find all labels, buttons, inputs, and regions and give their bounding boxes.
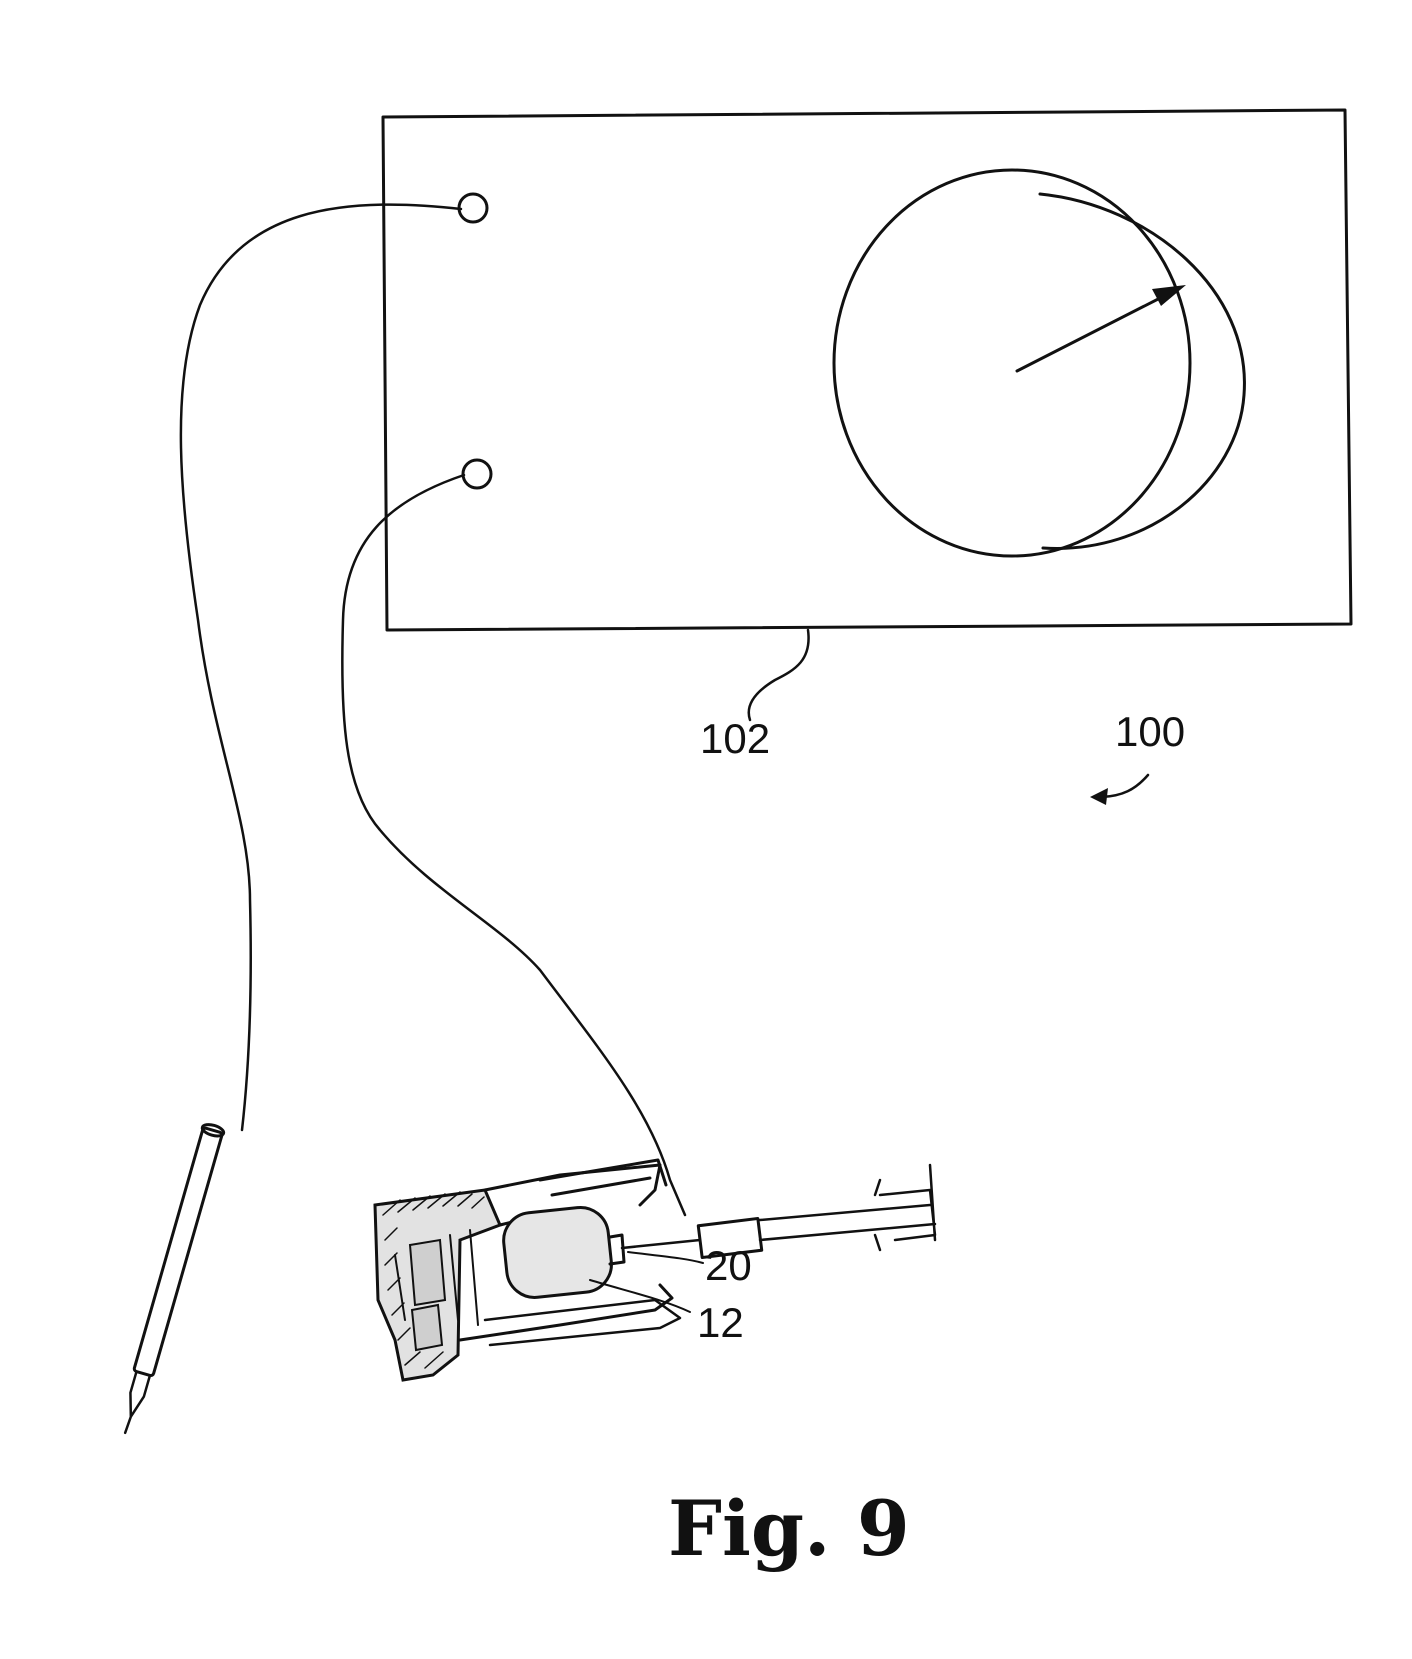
injection-device <box>375 1160 935 1380</box>
figure-caption: Fig. 9 <box>668 1484 910 1573</box>
lead-wire-probe <box>181 204 461 1130</box>
needle-assembly <box>622 1240 700 1248</box>
leader-20 <box>628 1252 703 1263</box>
gauge-needle <box>1017 294 1168 371</box>
probe-tip <box>119 1372 150 1435</box>
label-12: 12 <box>697 1299 744 1346</box>
probe-body <box>134 1128 223 1377</box>
meter-housing <box>383 110 1351 630</box>
connector-cables <box>760 1165 935 1250</box>
arrow-100-head <box>1090 788 1108 805</box>
label-102: 102 <box>700 715 770 762</box>
label-100: 100 <box>1115 708 1185 755</box>
terminal-upper <box>459 194 487 222</box>
fluid-reservoir <box>501 1205 614 1301</box>
meter-unit <box>383 110 1351 630</box>
terminal-lower <box>463 460 491 488</box>
gauge-dial <box>834 170 1190 556</box>
label-20: 20 <box>705 1242 752 1289</box>
leader-102 <box>749 630 809 720</box>
test-probe <box>116 1122 225 1436</box>
drive-mechanism <box>410 1240 445 1350</box>
leader-12 <box>590 1280 690 1312</box>
lead-wire-device <box>342 475 685 1215</box>
arrow-100 <box>1102 775 1148 797</box>
